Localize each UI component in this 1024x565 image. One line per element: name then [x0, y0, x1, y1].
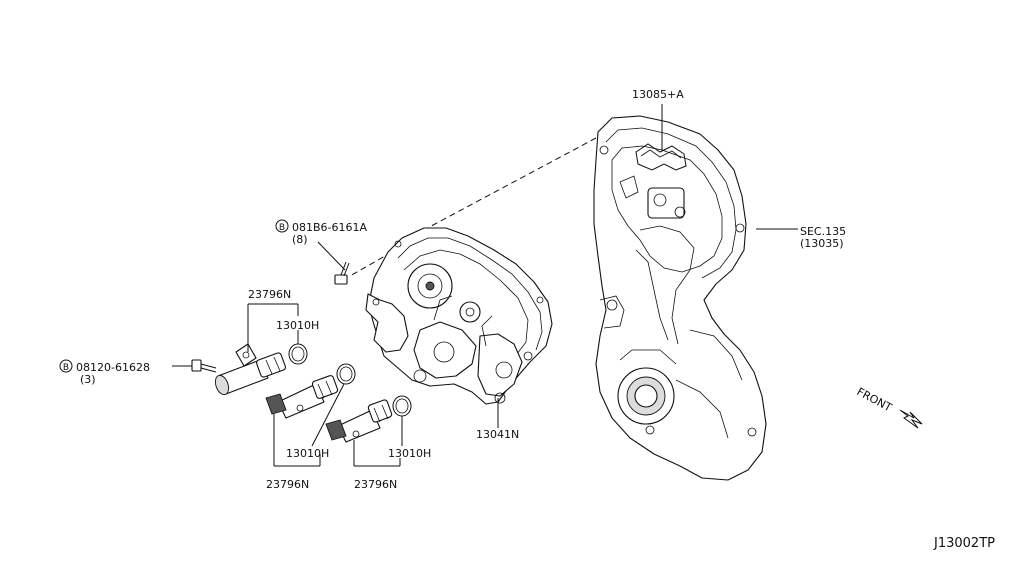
bolt-marker-1: B: [275, 219, 289, 233]
bolt-08120-61628: [191, 359, 217, 373]
bolt-marker-2: B: [59, 359, 73, 373]
svg-text:B: B: [279, 223, 285, 233]
alignment-line-bolt: [349, 251, 393, 277]
label-bolt-qty-8: (8): [292, 233, 308, 246]
label-gasket-13085a: 13085+A: [632, 88, 684, 101]
svg-text:B: B: [63, 363, 69, 373]
label-front-cover-13041n: 13041N: [476, 428, 519, 441]
solenoid-valve-middle: [265, 375, 339, 419]
leader-lines: [172, 104, 798, 467]
label-section-ref-sub: (13035): [800, 237, 844, 250]
bolt-081b6-6161a: [334, 261, 350, 285]
label-solenoid-bottom-left: 23796N: [266, 478, 309, 491]
solenoid-valve-bottom: [325, 399, 393, 443]
gasket-13085a: [635, 143, 687, 171]
alignment-line-cover-to-case: [419, 137, 597, 233]
diagram-id: J13002TP: [933, 536, 995, 551]
label-bolt-081b6-6161a: 081B6-6161A: [292, 221, 368, 234]
label-o-ring-middle: 13010H: [286, 447, 329, 460]
label-solenoid-bottom-right: 23796N: [354, 478, 397, 491]
o-ring-top: [288, 343, 308, 365]
label-bolt-08120-61628: 08120-61628: [76, 361, 150, 374]
label-section-ref: SEC.135: [800, 225, 846, 238]
label-solenoid-top: 23796N: [248, 288, 291, 301]
rear-timing-chain-case: [593, 115, 767, 481]
o-ring-middle: [336, 363, 356, 385]
label-bolt-qty-3: (3): [80, 373, 96, 386]
front-direction-indicator: FRONT: [855, 385, 923, 429]
label-o-ring-top: 13010H: [276, 319, 319, 332]
o-ring-right: [392, 395, 412, 417]
label-o-ring-right: 13010H: [388, 447, 431, 460]
solenoid-valve-top: [214, 343, 286, 396]
front-timing-chain-cover: [365, 227, 553, 405]
label-front: FRONT: [855, 385, 895, 414]
